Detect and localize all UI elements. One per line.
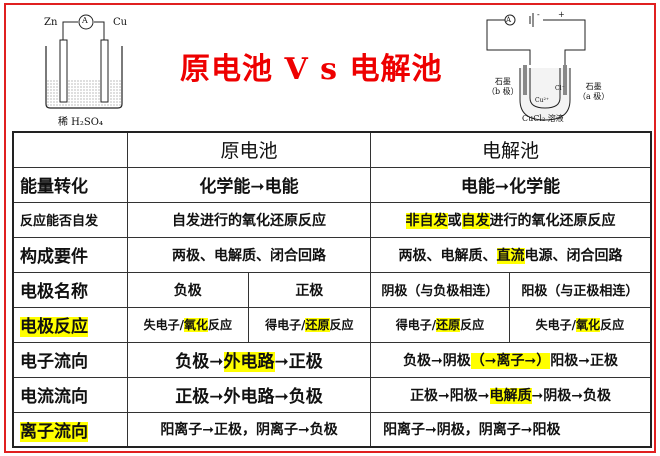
electrolytic-cell-diagram bbox=[486, 13, 586, 121]
text: 正极➞阳极➞ bbox=[410, 387, 490, 404]
table-row: 反应能否自发 自发进行的氧化还原反应 非自发或自发进行的氧化还原反应 bbox=[12, 201, 652, 238]
row-label: 电极反应 bbox=[12, 306, 129, 343]
text: 电源、闭合回路 bbox=[524, 247, 623, 264]
cell: 自发进行的氧化还原反应 bbox=[127, 201, 372, 238]
table-row: 电极名称 负极 正极 阴极（与负极相连） 阳极（与正极相连） bbox=[12, 271, 652, 308]
text: 失电子/ bbox=[143, 318, 184, 332]
header-electrolytic: 电解池 bbox=[370, 131, 652, 168]
b-electrode-label: 石墨（b 极） bbox=[487, 77, 519, 96]
plus-label: + bbox=[558, 10, 565, 19]
highlight: 自发 bbox=[461, 212, 490, 229]
text: 反应 bbox=[460, 318, 485, 332]
cell: 负极➞外电路➞正极 bbox=[127, 341, 372, 378]
row-label: 反应能否自发 bbox=[12, 201, 129, 238]
table-header-row: 原电池 电解池 bbox=[12, 131, 652, 168]
cell: 两极、电解质、闭合回路 bbox=[127, 236, 372, 273]
cell: 负极➞阴极（➞离子➞）阳极➞正极 bbox=[370, 341, 652, 378]
cell: 得电子/还原反应 bbox=[247, 306, 372, 343]
cell: 非自发或自发进行的氧化还原反应 bbox=[370, 201, 652, 238]
cell: 阴极（与负极相连） bbox=[370, 271, 510, 308]
row-label: 能量转化 bbox=[12, 166, 129, 203]
cell: 电能➞化学能 bbox=[370, 166, 652, 203]
cell: 失电子/氧化反应 bbox=[127, 306, 249, 343]
highlight: 氧化 bbox=[576, 318, 601, 332]
table-row: 离子流向 阳离子➞正极，阴离子➞负极 阳离子➞阴极，阴离子➞阳极 bbox=[12, 411, 652, 448]
table-row: 能量转化 化学能➞电能 电能➞化学能 bbox=[12, 166, 652, 203]
row-label: 电子流向 bbox=[12, 341, 129, 378]
cell: 阳离子➞阴极，阴离子➞阳极 bbox=[370, 411, 652, 448]
cell: 得电子/还原反应 bbox=[370, 306, 510, 343]
minus-label: - bbox=[537, 10, 540, 19]
text: 反应 bbox=[600, 318, 625, 332]
galvanic-cell-diagram bbox=[45, 14, 123, 109]
cu-label: Cu bbox=[113, 17, 128, 28]
table-row: 电极反应 失电子/氧化反应 得电子/还原反应 得电子/还原反应 失电子/氧化反应 bbox=[12, 306, 652, 343]
text: ➞正极 bbox=[274, 352, 323, 372]
table-row: 电流流向 正极➞外电路➞负极 正极➞阳极➞电解质➞阴极➞负极 bbox=[12, 376, 652, 413]
text: 反应 bbox=[207, 318, 232, 332]
header-galvanic: 原电池 bbox=[127, 131, 372, 168]
cu-ion-label: Cu²⁺ bbox=[535, 97, 550, 104]
text: 进行的氧化还原反应 bbox=[489, 212, 616, 229]
highlight: 氧化 bbox=[183, 318, 208, 332]
a-electrode-label: 石墨（a 极） bbox=[578, 82, 610, 101]
cell: 负极 bbox=[127, 271, 249, 308]
cucl2-label: CuCl₂ 溶液 bbox=[522, 114, 564, 123]
table-row: 构成要件 两极、电解质、闭合回路 两极、电解质、直流电源、闭合回路 bbox=[12, 236, 652, 273]
text: 失电子/ bbox=[535, 318, 577, 332]
table-row: 电子流向 负极➞外电路➞正极 负极➞阴极（➞离子➞）阳极➞正极 bbox=[12, 341, 652, 378]
slide-frame bbox=[4, 3, 656, 453]
highlight: （➞离子➞） bbox=[470, 352, 551, 369]
highlight: 直流 bbox=[496, 247, 525, 264]
ammeter-label: A bbox=[82, 16, 88, 25]
cell: 正极➞外电路➞负极 bbox=[127, 376, 372, 413]
text: 两极、电解质、 bbox=[398, 247, 497, 264]
ammeter-label-right: A bbox=[506, 16, 512, 24]
comparison-table: 原电池 电解池 能量转化 化学能➞电能 电能➞化学能 反应能否自发 自发进行的氧… bbox=[12, 131, 652, 448]
cell: 正极 bbox=[247, 271, 372, 308]
cell: 阳极（与正极相连） bbox=[508, 271, 652, 308]
zn-label: Zn bbox=[44, 17, 58, 28]
highlight: 还原 bbox=[305, 318, 330, 332]
text: 得电子/ bbox=[395, 318, 437, 332]
page-title: 原电池 V s 电解池 bbox=[180, 52, 443, 87]
row-label: 离子流向 bbox=[12, 411, 129, 448]
highlight: 外电路 bbox=[223, 352, 275, 372]
highlight: 电极反应 bbox=[20, 317, 88, 337]
cl-ion-label: Cl⁻ bbox=[555, 85, 565, 92]
text: 阳极➞正极 bbox=[550, 352, 618, 369]
row-label: 构成要件 bbox=[12, 236, 129, 273]
highlight: 非自发 bbox=[405, 212, 448, 229]
text: 或 bbox=[447, 212, 462, 229]
highlight: 还原 bbox=[436, 318, 461, 332]
solution-label: 稀 H₂SO₄ bbox=[58, 117, 103, 128]
highlight: 离子流向 bbox=[20, 421, 88, 442]
text: 得电子/ bbox=[265, 318, 306, 332]
text: 反应 bbox=[329, 318, 354, 332]
cell: 正极➞阳极➞电解质➞阴极➞负极 bbox=[370, 376, 652, 413]
row-label: 电流流向 bbox=[12, 376, 129, 413]
text: 负极➞阴极 bbox=[403, 352, 471, 369]
cell: 化学能➞电能 bbox=[127, 166, 372, 203]
highlight: 电解质 bbox=[489, 387, 532, 404]
row-label: 电极名称 bbox=[12, 271, 129, 308]
cell: 两极、电解质、直流电源、闭合回路 bbox=[370, 236, 652, 273]
text: 负极➞ bbox=[175, 352, 224, 372]
cell: 失电子/氧化反应 bbox=[508, 306, 652, 343]
text: ➞阴极➞负极 bbox=[531, 387, 611, 404]
cell: 阳离子➞正极，阴离子➞负极 bbox=[127, 411, 372, 448]
